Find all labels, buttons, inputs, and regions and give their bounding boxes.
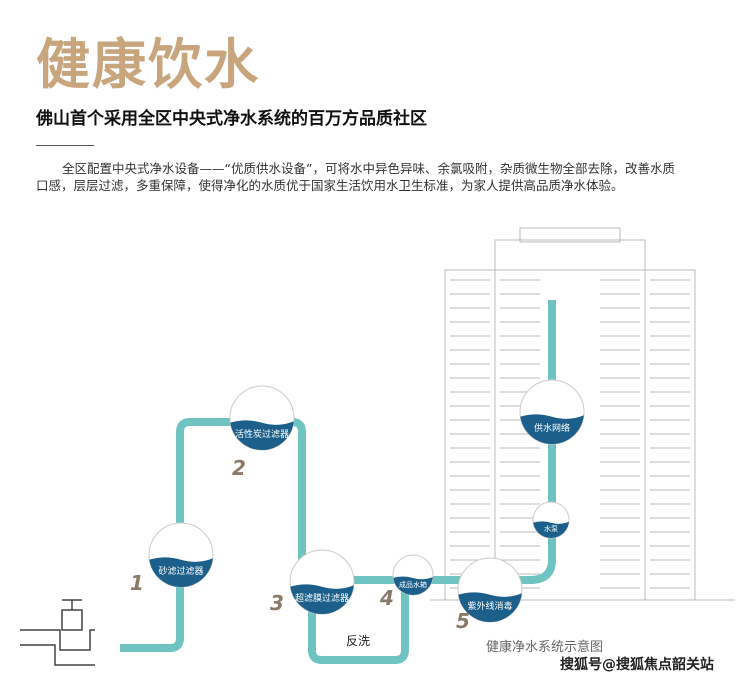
stage-2: 活性炭过滤器 2	[229, 385, 295, 480]
stage-number: 5	[456, 609, 470, 633]
stage-number: 1	[130, 571, 144, 595]
subtitle: 佛山首个采用全区中央式净水系统的百万方品质社区	[36, 109, 427, 129]
stage-label: 活性炭过滤器	[235, 428, 289, 440]
stage-label: 水泵	[544, 524, 558, 533]
stage-number: 3	[270, 591, 284, 615]
backwash-label: 反洗	[346, 634, 371, 648]
stage-label: 紫外线消毒	[467, 600, 512, 612]
stage-label: 供水网络	[534, 422, 570, 434]
stage-label: 超滤膜过滤器	[295, 592, 349, 604]
stage-1: 砂滤过滤器 1	[130, 522, 214, 595]
divider	[36, 145, 94, 146]
body-text: 全区配置中央式净水设备——“优质供水设备”，可将水中异色异味、余氯吸附，杂质微生…	[36, 161, 675, 193]
stage-7: 供水网络	[519, 379, 585, 445]
watermark: 搜狐号@搜狐焦点韶关站	[560, 657, 714, 673]
faucet-icon	[20, 599, 95, 666]
stage-4: 成品水箱 4	[379, 554, 434, 610]
stage-6: 水泵	[532, 501, 570, 539]
page-title: 健康饮水	[36, 33, 260, 96]
diagram-caption: 健康净水系统示意图	[486, 640, 604, 655]
stage-label: 砂滤过滤器	[158, 565, 203, 577]
stage-label: 成品水箱	[399, 580, 427, 589]
stage-number: 2	[232, 456, 246, 480]
stage-number: 4	[379, 586, 394, 610]
stage-3: 超滤膜过滤器 3	[270, 549, 355, 615]
